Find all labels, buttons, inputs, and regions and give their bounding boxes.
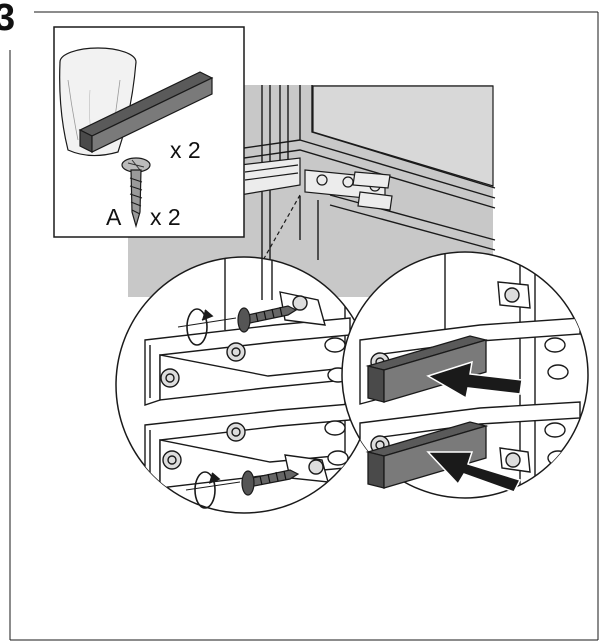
detail-circle-covers bbox=[341, 251, 589, 499]
screw-icon bbox=[237, 305, 298, 333]
detail-circle-screwing bbox=[115, 256, 373, 514]
screw-quantity: x 2 bbox=[150, 204, 181, 230]
screw-label: A bbox=[106, 204, 122, 230]
leader-line bbox=[261, 194, 301, 263]
hinge-cover-icon bbox=[78, 71, 214, 153]
rotate-arrow-icon bbox=[177, 308, 237, 346]
push-arrow-icon bbox=[426, 360, 523, 400]
step-number: 3 bbox=[0, 0, 15, 39]
screw-icon bbox=[241, 469, 300, 496]
parts-kit-box: x 2 A x 2 bbox=[53, 26, 245, 238]
cover-quantity: x 2 bbox=[170, 137, 201, 163]
step-frame bbox=[9, 11, 599, 641]
rotate-arrow-icon bbox=[185, 471, 241, 509]
background-hinge bbox=[239, 157, 393, 211]
plate-screws bbox=[160, 295, 324, 475]
upper-hinge-plate bbox=[144, 291, 351, 406]
push-arrow-icon bbox=[426, 451, 522, 493]
hinge-cover-icon bbox=[365, 335, 489, 403]
screw-icon bbox=[121, 157, 151, 229]
